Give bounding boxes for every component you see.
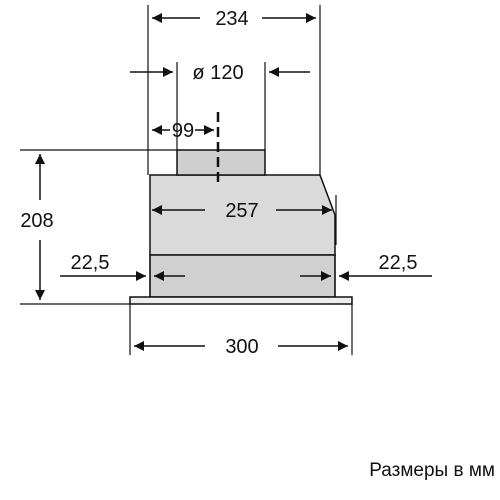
dim-left-margin-label: 22,5 [71, 252, 110, 274]
dim-body-width-label: 257 [225, 200, 258, 222]
dim-height-label: 208 [20, 210, 53, 232]
dim-top-width-label: 234 [215, 8, 248, 30]
body-top [149, 174, 336, 256]
dim-right-margin-label: 22,5 [379, 252, 418, 274]
dim-panel-width-label: 300 [225, 336, 258, 358]
extension-lines [20, 5, 353, 355]
dim-duct-offset-label: 99 [172, 120, 194, 142]
dim-duct-diameter-label: ø 120 [192, 62, 243, 84]
front-panel [129, 296, 353, 305]
hood-body [129, 149, 353, 305]
units-caption: Размеры в мм [369, 460, 495, 481]
dimension-arrows [35, 13, 432, 351]
duct-collar [176, 149, 266, 176]
